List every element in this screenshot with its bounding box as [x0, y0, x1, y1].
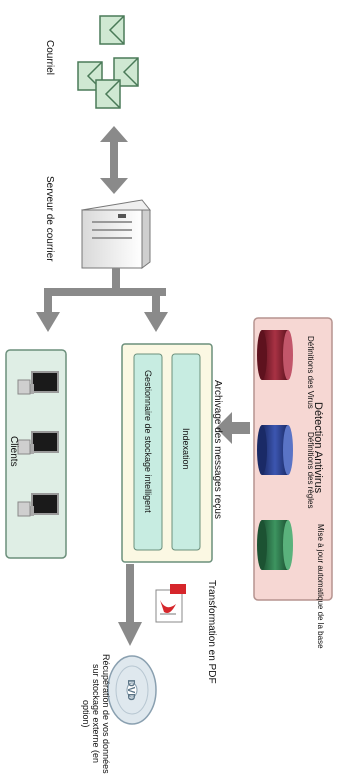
dvd-label: Récupération de vos données sur stockage… [81, 654, 111, 774]
clients-label: Clients [8, 436, 19, 467]
storage-manager-label: Gestionnaire de stockage intelligent [142, 370, 153, 513]
virus-definitions-label: Définitions des Virus [306, 336, 315, 409]
server-split-arrows [36, 268, 168, 332]
auto-update-database-icon [257, 520, 293, 570]
server-icon [81, 199, 151, 269]
archive-title: Archivage des messages reçus [212, 380, 223, 519]
svg-text:DVD: DVD [125, 679, 136, 700]
client-computer-icon [17, 431, 59, 455]
rules-definitions-database-icon [257, 425, 293, 475]
pdf-label: Transformation en PDF [206, 580, 217, 684]
auto-update-label: Mise à jour automatique de la base [316, 524, 325, 649]
pdf-file-icon [155, 584, 186, 623]
antivirus-to-archive-arrow [216, 412, 250, 444]
rules-definitions-label: Définitions des règles [306, 432, 315, 509]
archive-to-dvd-arrow [118, 564, 142, 646]
client-computer-icon [17, 371, 59, 395]
virus-definitions-database-icon [257, 330, 293, 380]
indexation-label: Indexation [180, 428, 191, 470]
server-label: Serveur de courrier [44, 176, 55, 262]
antivirus-title: Détection Antivirus [312, 402, 325, 494]
dvd-disc-icon: DVD [107, 655, 157, 725]
mail-label: Courriel [44, 40, 55, 76]
client-computer-icon [17, 493, 59, 517]
mail-server-double-arrow [100, 126, 128, 194]
storage-manager-box [133, 353, 163, 551]
mail-envelopes-icon [77, 15, 139, 109]
indexation-box [171, 353, 201, 551]
